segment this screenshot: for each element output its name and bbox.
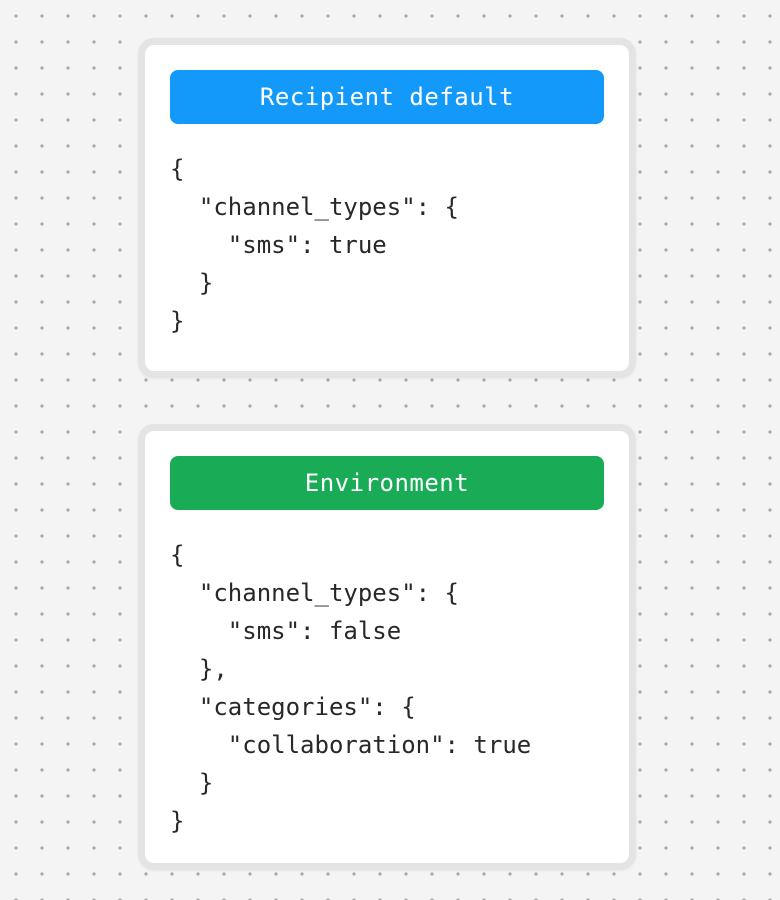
- recipient-default-badge: Recipient default: [170, 70, 604, 124]
- environment-card: Environment { "channel_types": { "sms": …: [138, 424, 636, 870]
- recipient-default-json-code: { "channel_types": { "sms": true } }: [170, 155, 459, 335]
- recipient-default-card: Recipient default { "channel_types": { "…: [138, 38, 636, 378]
- environment-json-code: { "channel_types": { "sms": false }, "ca…: [170, 541, 532, 835]
- environment-badge: Environment: [170, 456, 604, 510]
